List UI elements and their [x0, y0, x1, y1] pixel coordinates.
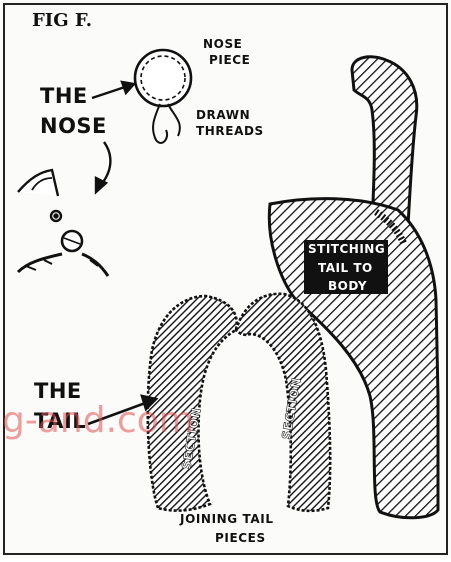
nose-piece-label-2: PIECE — [209, 53, 250, 67]
drawn-threads-label-1: DRAWN — [196, 108, 250, 122]
stitching-label-2: TAIL TO — [318, 261, 373, 275]
joining-label-2: PIECES — [215, 531, 266, 545]
stitching-label-1: STITCHING — [308, 242, 385, 256]
cat-face-illustration — [18, 170, 108, 276]
figure-title: FIG F. — [32, 10, 92, 31]
stitching-label-3: BODY — [328, 279, 367, 293]
drawn-threads-label-2: THREADS — [196, 124, 264, 138]
nose-piece-illustration — [135, 50, 191, 143]
joining-label-1: JOINING TAIL — [179, 512, 274, 526]
the-nose-label-2: NOSE — [40, 114, 107, 138]
watermark-text: g-and.com — [2, 400, 194, 441]
nose-piece-label-1: NOSE — [203, 37, 242, 51]
the-nose-label-1: THE — [40, 84, 88, 108]
